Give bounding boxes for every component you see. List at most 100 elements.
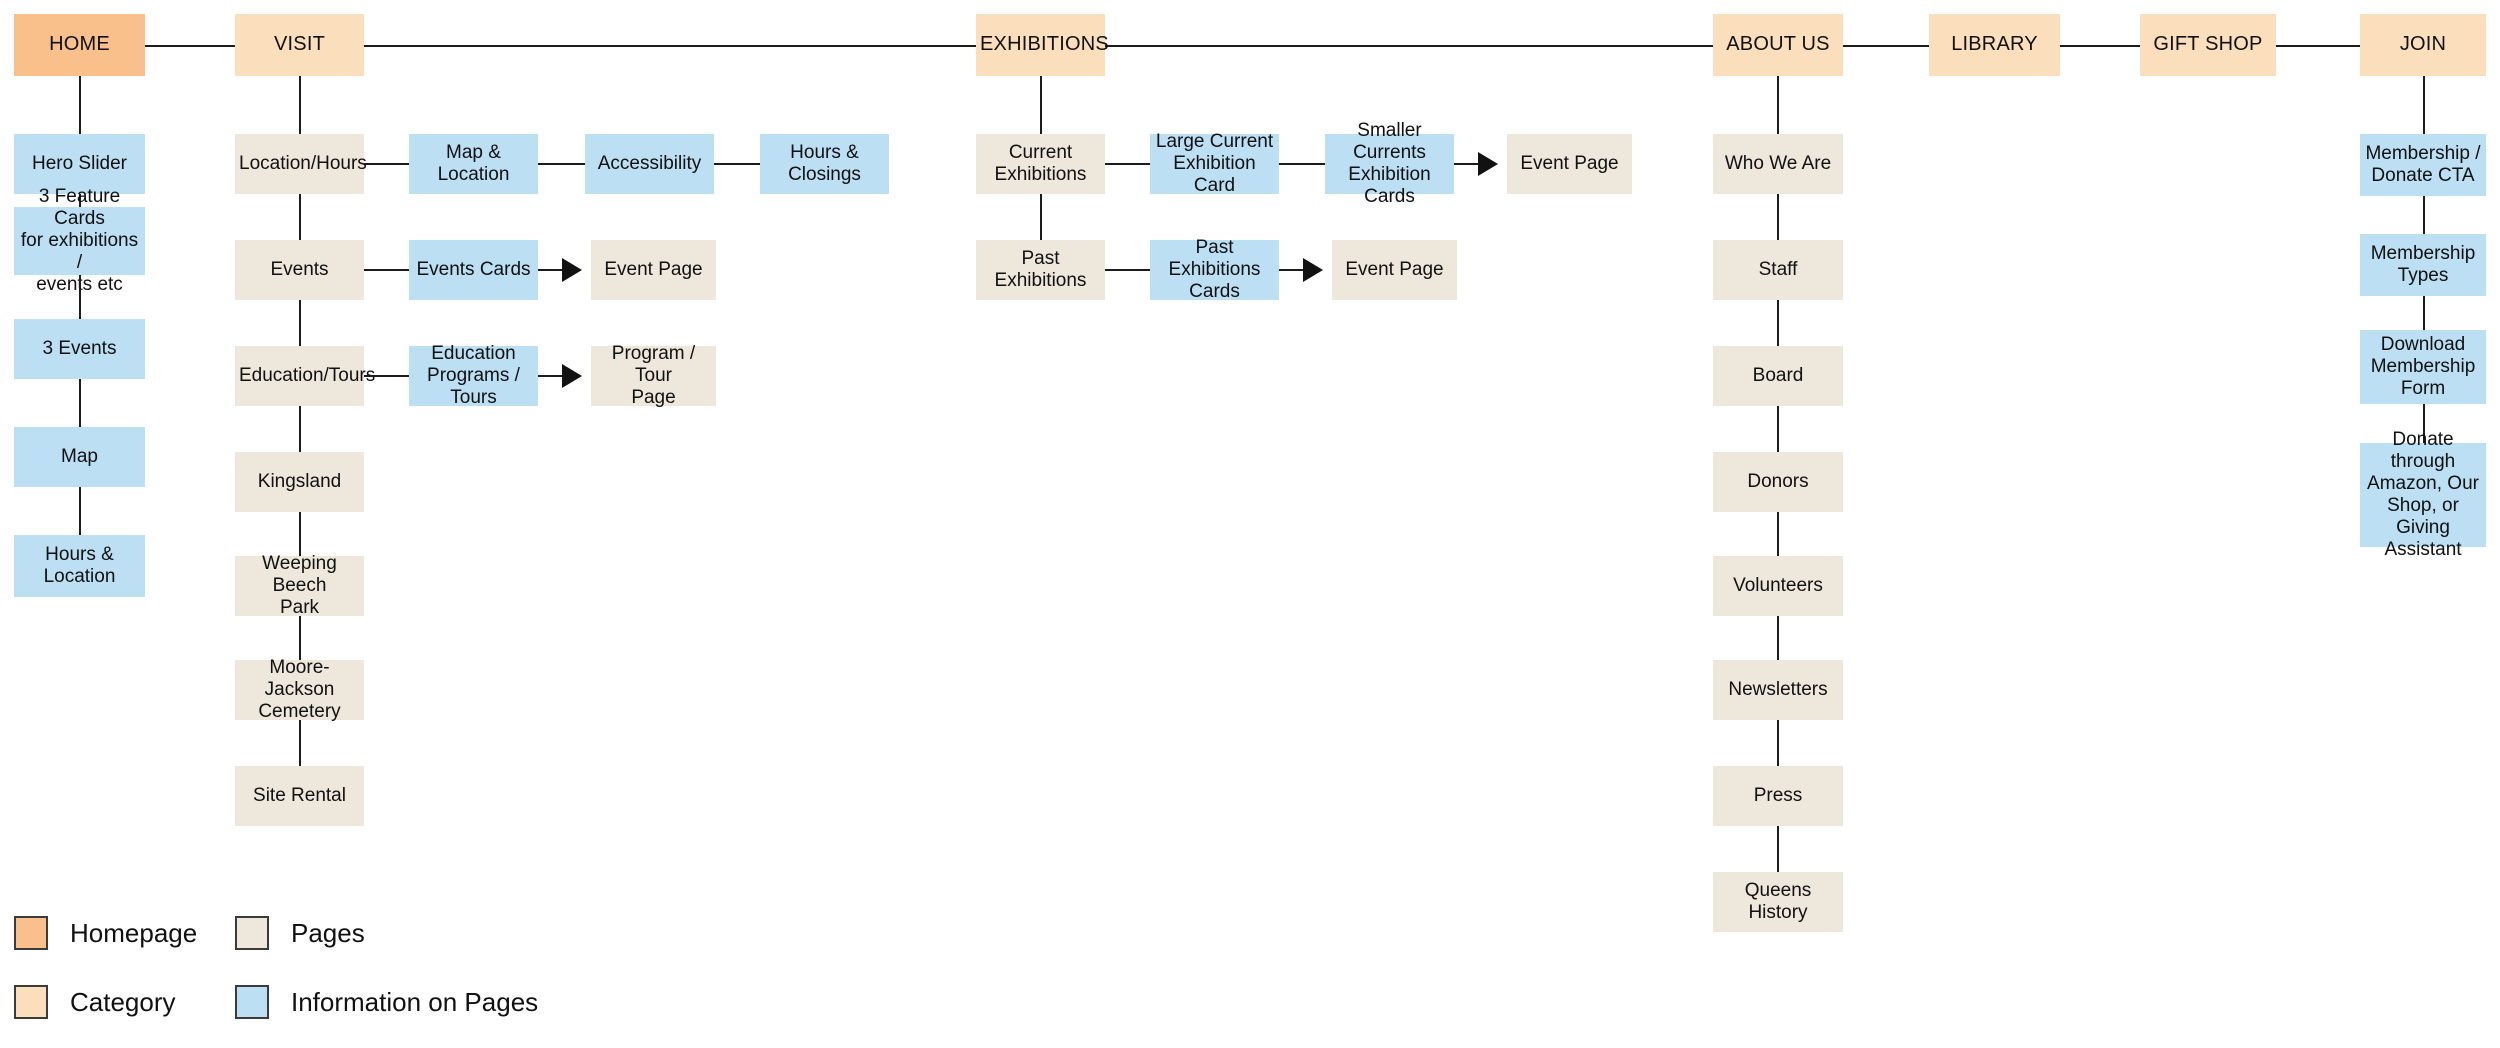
node-visit-education-tours[interactable]: Education/Tours	[235, 346, 376, 406]
node-visit-event-page-label: Event Page	[604, 258, 703, 280]
node-visit-weeping-beech-park[interactable]: Weeping Beech Park	[235, 552, 364, 619]
node-visit-event-page[interactable]: Event Page	[591, 240, 716, 300]
node-visit-label: VISIT	[273, 33, 325, 56]
node-about-queens-history-label: Queens History	[1744, 879, 1812, 923]
node-exhibitions-large-current-card-label: Large Current Exhibition Card	[1155, 130, 1274, 197]
node-exhibitions-past[interactable]: Past Exhibitions	[976, 240, 1105, 300]
node-about-donors[interactable]: Donors	[1713, 452, 1843, 512]
node-home-hero-slider-label: Hero Slider	[31, 152, 128, 174]
connector-home-vertical-3	[79, 275, 81, 319]
legend-swatch-homepage	[14, 916, 48, 950]
connector-visit-vertical-4	[299, 406, 301, 452]
node-exhibitions-past-cards[interactable]: Past Exhibitions Cards	[1150, 237, 1279, 302]
node-about-newsletters-label: Newsletters	[1728, 678, 1828, 700]
legend-item-information-on-pages: Information on Pages	[235, 985, 538, 1019]
node-exhibitions[interactable]: EXHIBITIONS	[976, 14, 1109, 76]
connector-exhibitions-vertical-1	[1040, 76, 1042, 134]
connector-library-to-giftshop	[2060, 45, 2140, 47]
connector-home-vertical-1	[79, 76, 81, 134]
node-exhibitions-event-page-current[interactable]: Event Page	[1507, 134, 1632, 194]
node-home-hero-slider[interactable]: Hero Slider	[14, 134, 145, 194]
node-visit-location-hours-label: Location/Hours	[239, 152, 367, 174]
node-visit-accessibility[interactable]: Accessibility	[585, 134, 714, 194]
legend-item-pages: Pages	[235, 916, 365, 950]
node-join-membership-donate-cta[interactable]: Membership / Donate CTA	[2360, 134, 2486, 196]
connector-visit-vertical-5	[299, 512, 301, 556]
legend-item-category: Category	[14, 985, 176, 1019]
connector-home-vertical-5	[79, 487, 81, 535]
connector-home-to-visit	[145, 45, 235, 47]
node-exhibitions-smaller-current-cards-label: Smaller Currents Exhibition Cards	[1348, 119, 1431, 208]
node-about-queens-history[interactable]: Queens History	[1713, 872, 1843, 932]
arrowhead-icon-smaller-cards-to-event-page	[1478, 152, 1498, 176]
node-visit-kingsland[interactable]: Kingsland	[235, 452, 364, 512]
node-exhibitions-event-page-past[interactable]: Event Page	[1332, 240, 1457, 300]
node-exhibitions-event-page-current-label: Event Page	[1520, 152, 1619, 174]
node-home[interactable]: HOME	[14, 14, 145, 76]
node-home-feature-cards[interactable]: 3 Feature Cards for exhibitions / events…	[14, 186, 145, 295]
connector-about-vertical-6	[1777, 616, 1779, 660]
connector-past-to-past-cards	[1105, 269, 1150, 271]
node-home-hours-location[interactable]: Hours & Location	[14, 535, 145, 597]
node-join-download-membership-form-label: Download Membership Form	[2370, 333, 2476, 400]
connector-large-card-to-smaller-cards	[1279, 163, 1325, 165]
node-home-feature-cards-label: 3 Feature Cards for exhibitions / events…	[20, 185, 139, 296]
node-visit-education-programs[interactable]: Education Programs / Tours	[409, 343, 538, 408]
connector-past-cards-to-event-page	[1279, 269, 1312, 271]
node-about-volunteers-label: Volunteers	[1733, 574, 1823, 596]
connector-home-vertical-4	[79, 379, 81, 427]
node-visit-moore-jackson-cemetery[interactable]: Moore-Jackson Cemetery	[235, 656, 364, 723]
connector-visit-to-exhibitions	[364, 45, 976, 47]
node-visit-site-rental-label: Site Rental	[253, 784, 346, 806]
node-join-membership-types[interactable]: Membership Types	[2360, 234, 2486, 296]
connector-about-vertical-4	[1777, 406, 1779, 452]
node-visit-events-cards[interactable]: Events Cards	[409, 240, 538, 300]
node-exhibitions-current[interactable]: Current Exhibitions	[976, 134, 1105, 194]
connector-join-vertical-2	[2423, 196, 2425, 236]
node-about-volunteers[interactable]: Volunteers	[1713, 556, 1843, 616]
legend-swatch-pages	[235, 916, 269, 950]
node-home-map[interactable]: Map	[14, 427, 145, 487]
node-about-newsletters[interactable]: Newsletters	[1713, 660, 1843, 720]
node-visit-education-tours-label: Education/Tours	[239, 364, 376, 386]
connector-programs-to-program-page	[538, 375, 571, 377]
node-join[interactable]: JOIN	[2360, 14, 2486, 76]
node-about-who-we-are[interactable]: Who We Are	[1713, 134, 1843, 194]
legend-label-category: Category	[70, 986, 176, 1017]
node-visit-accessibility-label: Accessibility	[597, 152, 702, 174]
node-visit-events[interactable]: Events	[235, 240, 364, 300]
node-about-staff[interactable]: Staff	[1713, 240, 1843, 300]
connector-map-to-accessibility	[538, 163, 585, 165]
node-visit-location-hours[interactable]: Location/Hours	[235, 134, 367, 194]
legend-item-homepage: Homepage	[14, 916, 197, 950]
node-visit-site-rental[interactable]: Site Rental	[235, 766, 364, 826]
connector-about-vertical-2	[1777, 194, 1779, 240]
connector-exhibitions-vertical-2	[1040, 194, 1042, 240]
node-library[interactable]: LIBRARY	[1929, 14, 2060, 76]
node-join-donate-through[interactable]: Donate through Amazon, Our Shop, or Givi…	[2360, 429, 2486, 560]
connector-visit-vertical-7	[299, 720, 301, 766]
node-about-who-we-are-label: Who We Are	[1724, 152, 1832, 174]
node-visit-program-tour-page[interactable]: Program / Tour Page	[591, 343, 716, 408]
node-gift-shop[interactable]: GIFT SHOP	[2140, 14, 2276, 76]
node-visit[interactable]: VISIT	[235, 14, 364, 76]
node-about-press[interactable]: Press	[1713, 766, 1843, 826]
node-visit-map-location[interactable]: Map & Location	[409, 134, 538, 194]
node-home-3-events[interactable]: 3 Events	[14, 319, 145, 379]
connector-exhibitions-to-about	[1105, 45, 1713, 47]
node-join-membership-donate-cta-label: Membership / Donate CTA	[2365, 142, 2481, 186]
node-about-board[interactable]: Board	[1713, 346, 1843, 406]
connector-join-vertical-1	[2423, 76, 2425, 134]
node-about-us[interactable]: ABOUT US	[1713, 14, 1843, 76]
connector-giftshop-to-join	[2276, 45, 2360, 47]
node-exhibitions-smaller-current-cards[interactable]: Smaller Currents Exhibition Cards	[1325, 120, 1454, 207]
node-visit-moore-jackson-cemetery-label: Moore-Jackson Cemetery	[258, 656, 341, 723]
connector-about-vertical-7	[1777, 720, 1779, 766]
arrowhead-icon-programs-to-program-page	[562, 364, 582, 388]
node-exhibitions-large-current-card[interactable]: Large Current Exhibition Card	[1150, 130, 1279, 197]
node-visit-hours-closings[interactable]: Hours & Closings	[760, 134, 889, 194]
legend: Homepage Category Pages Information on P…	[0, 900, 640, 1030]
node-join-download-membership-form[interactable]: Download Membership Form	[2360, 330, 2486, 404]
node-visit-weeping-beech-park-label: Weeping Beech Park	[262, 552, 337, 619]
